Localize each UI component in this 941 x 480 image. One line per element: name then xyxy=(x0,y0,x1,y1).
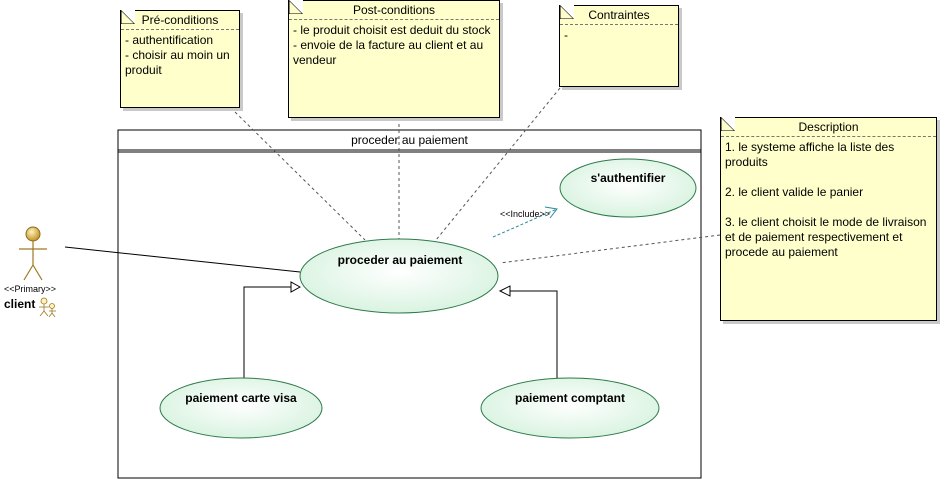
usecase-label-main: proceder au paiement xyxy=(337,253,463,267)
actor-association xyxy=(64,246,301,273)
actor-stereotype: <<Primary>> xyxy=(4,284,57,294)
note-preconditions[interactable]: Pré-conditions - authentification - choi… xyxy=(120,10,240,108)
note-title: Pré-conditions xyxy=(121,11,239,30)
note-line: - authentification xyxy=(125,33,214,47)
note-body: - le produit choisit est deduit du stock… xyxy=(289,20,499,71)
usecase-paiement-comptant[interactable] xyxy=(480,377,660,439)
usecase-label-cash: paiement comptant xyxy=(514,391,625,405)
include-label: <<Include>> xyxy=(500,209,551,219)
generalization-visa xyxy=(243,286,291,380)
note-body: - xyxy=(560,25,678,46)
note-connector-description xyxy=(499,234,721,264)
note-line: 3. le client choisit le mode de livraiso… xyxy=(725,215,927,259)
usecase-label-auth: s'authentifier xyxy=(590,171,666,185)
note-connector-contraintes xyxy=(435,87,561,241)
note-line: 1. le systeme affiche la liste des produ… xyxy=(725,140,895,169)
usecase-s-authentifier[interactable] xyxy=(559,158,697,218)
note-postconditions[interactable]: Post-conditions - le produit choisit est… xyxy=(288,0,500,118)
generalization-cash xyxy=(510,290,558,380)
note-description[interactable]: Description 1. le systeme affiche la lis… xyxy=(720,117,937,321)
note-fold-icon xyxy=(121,10,135,24)
system-title: proceder au paiement xyxy=(351,133,468,147)
actor-icon xyxy=(39,297,56,318)
note-contraintes[interactable]: Contraintes - xyxy=(559,5,679,87)
note-line: - envoie de la facture au client et au v… xyxy=(293,38,484,67)
actor-figure[interactable] xyxy=(19,226,47,281)
note-connector-preconditions xyxy=(234,111,366,241)
usecase-label-visa: paiement carte visa xyxy=(185,391,297,405)
note-fold-icon xyxy=(289,0,303,14)
note-line: - xyxy=(564,28,568,42)
note-body: 1. le systeme affiche la liste des produ… xyxy=(721,137,936,263)
note-title: Post-conditions xyxy=(289,1,499,20)
note-title: Contraintes xyxy=(560,6,678,25)
note-fold-icon xyxy=(721,117,735,131)
usecase-paiement-carte-visa[interactable] xyxy=(159,377,323,439)
actor-name: client xyxy=(4,297,36,311)
note-line: 2. le client valide le panier xyxy=(725,185,864,199)
note-title: Description xyxy=(721,118,936,137)
note-fold-icon xyxy=(560,5,574,19)
usecase-proceder-au-paiement[interactable] xyxy=(299,238,499,314)
note-line: - choisir au moin un produit xyxy=(125,48,230,77)
note-line: - le produit choisit est deduit du stock xyxy=(293,23,491,37)
include-arrow xyxy=(492,208,558,238)
note-body: - authentification - choisir au moin un … xyxy=(121,30,239,81)
